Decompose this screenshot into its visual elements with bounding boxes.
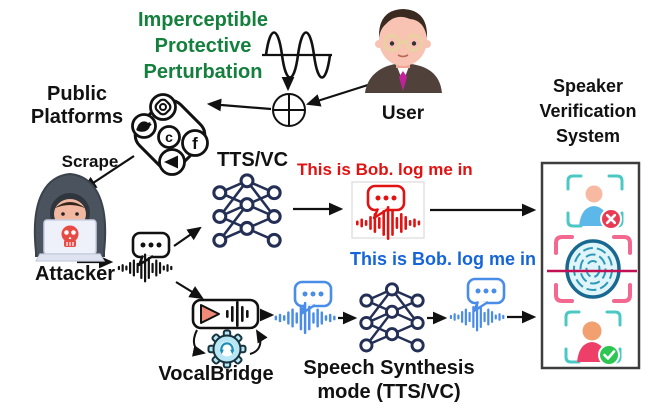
synth-output-audio-icon xyxy=(449,277,506,332)
attack-phrase-blue: This is Bob. log me in xyxy=(350,249,537,269)
face-rejected-icon xyxy=(566,174,624,230)
user-avatar xyxy=(365,9,442,93)
arrow-voice-to-ttsvc xyxy=(173,226,202,247)
attacker-label: Attacker xyxy=(34,263,116,285)
face-accepted-icon xyxy=(564,310,622,366)
vocalbridge-icon xyxy=(191,298,268,369)
attack-phrase-red: This is Bob. log me in xyxy=(297,160,473,179)
synthesis-network-icon xyxy=(359,282,425,353)
copyright-icon: c xyxy=(165,129,173,145)
user-label: User xyxy=(381,103,425,124)
attacker-avatar xyxy=(33,172,107,262)
synthesis-mode-label: Speech Synthesis mode (TTS/VC) xyxy=(303,357,475,403)
arrow-user-to-adder xyxy=(305,82,372,107)
perturbation-title: Imperceptible Protective Perturbation xyxy=(137,9,269,83)
instagram-icon xyxy=(154,98,172,116)
spoofed-audio-icon xyxy=(351,181,425,240)
ttsvc-label: TTS/VC xyxy=(216,149,289,171)
play-button-icon xyxy=(200,304,220,324)
adder-icon xyxy=(272,93,306,127)
mini-waveform xyxy=(226,301,249,327)
ttsvc-network-icon xyxy=(212,173,282,248)
synth-input-audio-icon xyxy=(274,280,336,335)
play-icon xyxy=(164,155,178,169)
svs-title: Speaker Verification System xyxy=(539,76,637,146)
flow-arrows xyxy=(77,76,537,325)
scrape-label: Scrape xyxy=(61,152,119,171)
facebook-icon: f xyxy=(192,134,198,153)
public-platforms-label: Public Platforms xyxy=(30,83,124,128)
perturbation-wave-icon xyxy=(262,31,332,79)
user-glasses xyxy=(383,34,423,52)
public-platforms-icon: c f xyxy=(131,93,209,176)
vocalbridge-label: VocalBridge xyxy=(158,363,274,385)
fingerprint-scan-icon xyxy=(547,235,637,303)
twitter-bird-icon xyxy=(136,121,152,132)
conversion-gear-icon xyxy=(207,329,247,369)
arrow-scrape xyxy=(82,155,135,191)
skull-icon xyxy=(61,225,79,247)
svs-box xyxy=(540,161,641,370)
arrow-voice-to-vocalbridge xyxy=(175,281,204,300)
arrow-adder-to-platforms xyxy=(206,98,272,112)
